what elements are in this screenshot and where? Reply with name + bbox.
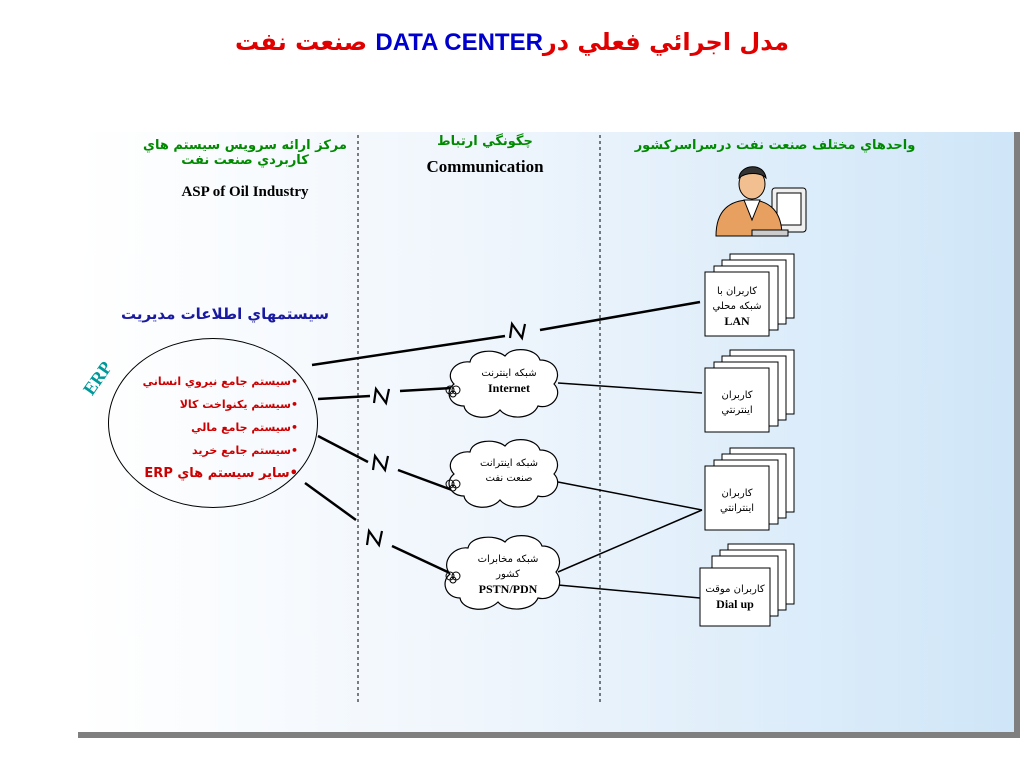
- link-pstn-intranet-users: [557, 509, 703, 573]
- box-lan-label: كاربران با شبكه محلي LAN: [705, 284, 769, 329]
- middle-header-line1: چگونگي ارتباط: [437, 134, 533, 149]
- erp-item: •سيستم جامع خريد: [192, 444, 298, 457]
- box-stack-internet: [704, 349, 795, 433]
- cloud-internet: [448, 349, 559, 418]
- box-internet-label: كاربران اينترنتي: [705, 388, 769, 418]
- box-stack-intranet: [704, 447, 795, 531]
- box-lan-fa: كاربران با: [716, 286, 758, 297]
- cloud-intranet-label: شبكه اينترانت صنعت نفت: [462, 456, 556, 486]
- left-header-line2: كاربردي صنعت نفت: [181, 153, 309, 168]
- middle-header-english: Communication: [426, 157, 544, 176]
- link-internet-users: [557, 382, 703, 394]
- left-column-header: مركز ارائه سرويس سيستم هاي كاربردي صنعت …: [140, 138, 350, 168]
- cloud-pstn: [444, 535, 561, 610]
- link-erp-pstn-a: [304, 481, 357, 522]
- person-at-computer-icon: [715, 166, 807, 237]
- erp-item: •سيستم يكنواخت كالا: [179, 398, 298, 411]
- box-dialup-en: Dial up: [716, 597, 754, 611]
- cloud-internet-label: شبكه اينترنت Internet: [462, 366, 556, 396]
- erp-ellipse: [108, 338, 318, 508]
- erp-item: •سيستم جامع نيروي انساني: [142, 375, 298, 388]
- link-erp-intranet-a: [317, 434, 369, 464]
- page-title: مدل اجرائي فعلي درDATA CENTER صنعت نفت: [0, 28, 1024, 57]
- link-erp-internet-b: [399, 386, 453, 393]
- box-lan-en: LAN: [724, 314, 750, 328]
- cloud-pstn-fa2: كشور: [496, 569, 520, 580]
- box-intranet-fa: كاربران: [721, 488, 753, 499]
- erp-item: •ساير سيستم هاي ERP: [144, 466, 298, 481]
- link-erp-lan-b: [539, 300, 701, 332]
- box-lan-fa2: شبكه محلي: [712, 301, 762, 312]
- left-header-line1: مركز ارائه سرويس سيستم هاي: [143, 138, 347, 153]
- title-prefix: مدل اجرائي فعلي در: [542, 28, 789, 56]
- title-data-center: DATA CENTER: [375, 29, 543, 56]
- box-internet-fa: كاربران: [721, 390, 753, 401]
- link-pstn-dialup: [557, 584, 701, 599]
- modem-icon: [445, 385, 461, 584]
- right-header-line1: واحدهاي مختلف صنعت نفت درسراسركشور: [634, 138, 916, 153]
- cloud-internet-fa: شبكه اينترنت: [481, 368, 537, 379]
- cloud-intranet-fa2: صنعت نفت: [485, 473, 533, 484]
- box-dialup-fa: كاربران موقت: [705, 584, 765, 595]
- link-erp-intranet-b: [397, 468, 453, 492]
- link-erp-internet-a: [317, 394, 371, 401]
- cloud-pstn-label: شبكه مخابرات كشور PSTN/PDN: [458, 552, 558, 597]
- lightning-link-icon: [365, 321, 527, 548]
- link-erp-pstn-b: [391, 544, 453, 576]
- box-stack-lan: [704, 253, 795, 337]
- cloud-pstn-fa: شبكه مخابرات: [477, 554, 539, 565]
- box-stack-dialup: [699, 543, 795, 627]
- box-internet-fa2: اينترنتي: [721, 405, 753, 416]
- mis-label: سيستمهاي اطلاعات مديريت: [120, 305, 330, 323]
- box-intranet-label: كاربران اينترانتي: [705, 486, 769, 516]
- cloud-intranet-fa: شبكه اينترانت: [480, 458, 538, 469]
- cloud-internet-en: Internet: [488, 381, 530, 395]
- box-intranet-fa2: اينترانتي: [719, 503, 755, 514]
- erp-item: •سيستم جامع مالي: [191, 421, 298, 434]
- link-erp-lan-a: [311, 334, 506, 367]
- erp-systems-list: •سيستم جامع نيروي انساني •سيستم يكنواخت …: [130, 370, 298, 485]
- cloud-pstn-en: PSTN/PDN: [478, 582, 538, 596]
- link-intranet-users: [557, 481, 703, 511]
- cloud-intranet: [448, 439, 559, 508]
- box-dialup-label: كاربران موقت Dial up: [700, 582, 770, 612]
- left-header-english: ASP of Oil Industry: [181, 184, 309, 200]
- title-suffix: صنعت نفت: [235, 28, 376, 56]
